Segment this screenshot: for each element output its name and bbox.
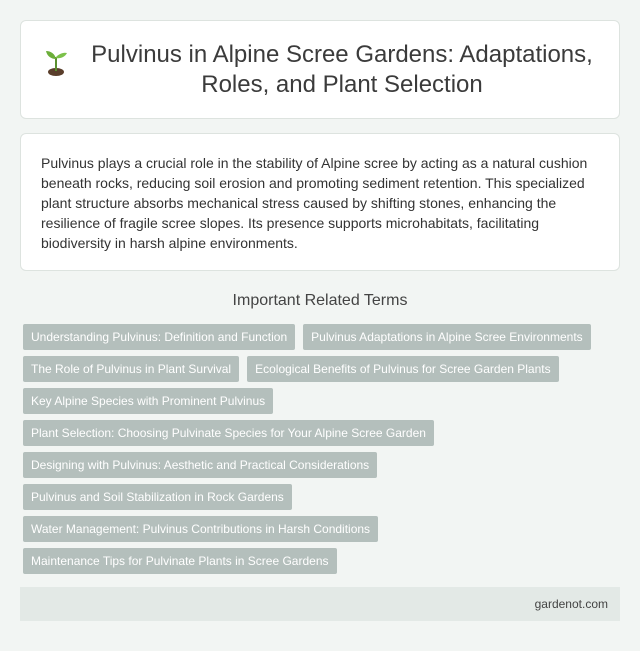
related-term-tag[interactable]: The Role of Pulvinus in Plant Survival: [23, 356, 240, 382]
summary-card: Pulvinus plays a crucial role in the sta…: [20, 133, 620, 271]
title-row: Pulvinus in Alpine Scree Gardens: Adapta…: [21, 40, 619, 100]
related-term-tag[interactable]: Understanding Pulvinus: Definition and F…: [23, 324, 296, 350]
related-terms-heading: Important Related Terms: [232, 292, 408, 309]
related-term-tag[interactable]: Ecological Benefits of Pulvinus for Scre…: [247, 356, 559, 382]
related-term-tag[interactable]: Pulvinus Adaptations in Alpine Scree Env…: [303, 324, 591, 350]
related-term-tag[interactable]: Key Alpine Species with Prominent Pulvin…: [23, 388, 274, 414]
related-term-tag[interactable]: Maintenance Tips for Pulvinate Plants in…: [23, 548, 337, 574]
summary-text: Pulvinus plays a crucial role in the sta…: [41, 155, 588, 251]
related-term-tag[interactable]: Plant Selection: Choosing Pulvinate Spec…: [23, 420, 434, 446]
title-card: Pulvinus in Alpine Scree Gardens: Adapta…: [20, 20, 620, 119]
page-title: Pulvinus in Alpine Scree Gardens: Adapta…: [91, 40, 593, 98]
footer: gardenot.com: [20, 587, 620, 621]
related-term-tag[interactable]: Designing with Pulvinus: Aesthetic and P…: [23, 452, 378, 478]
related-term-tag[interactable]: Pulvinus and Soil Stabilization in Rock …: [23, 484, 292, 510]
related-terms-list: Understanding Pulvinus: Definition and F…: [23, 324, 603, 574]
sprout-icon: [46, 50, 67, 76]
related-term-tag[interactable]: Water Management: Pulvinus Contributions…: [23, 516, 379, 542]
footer-site-link[interactable]: gardenot.com: [534, 597, 608, 611]
